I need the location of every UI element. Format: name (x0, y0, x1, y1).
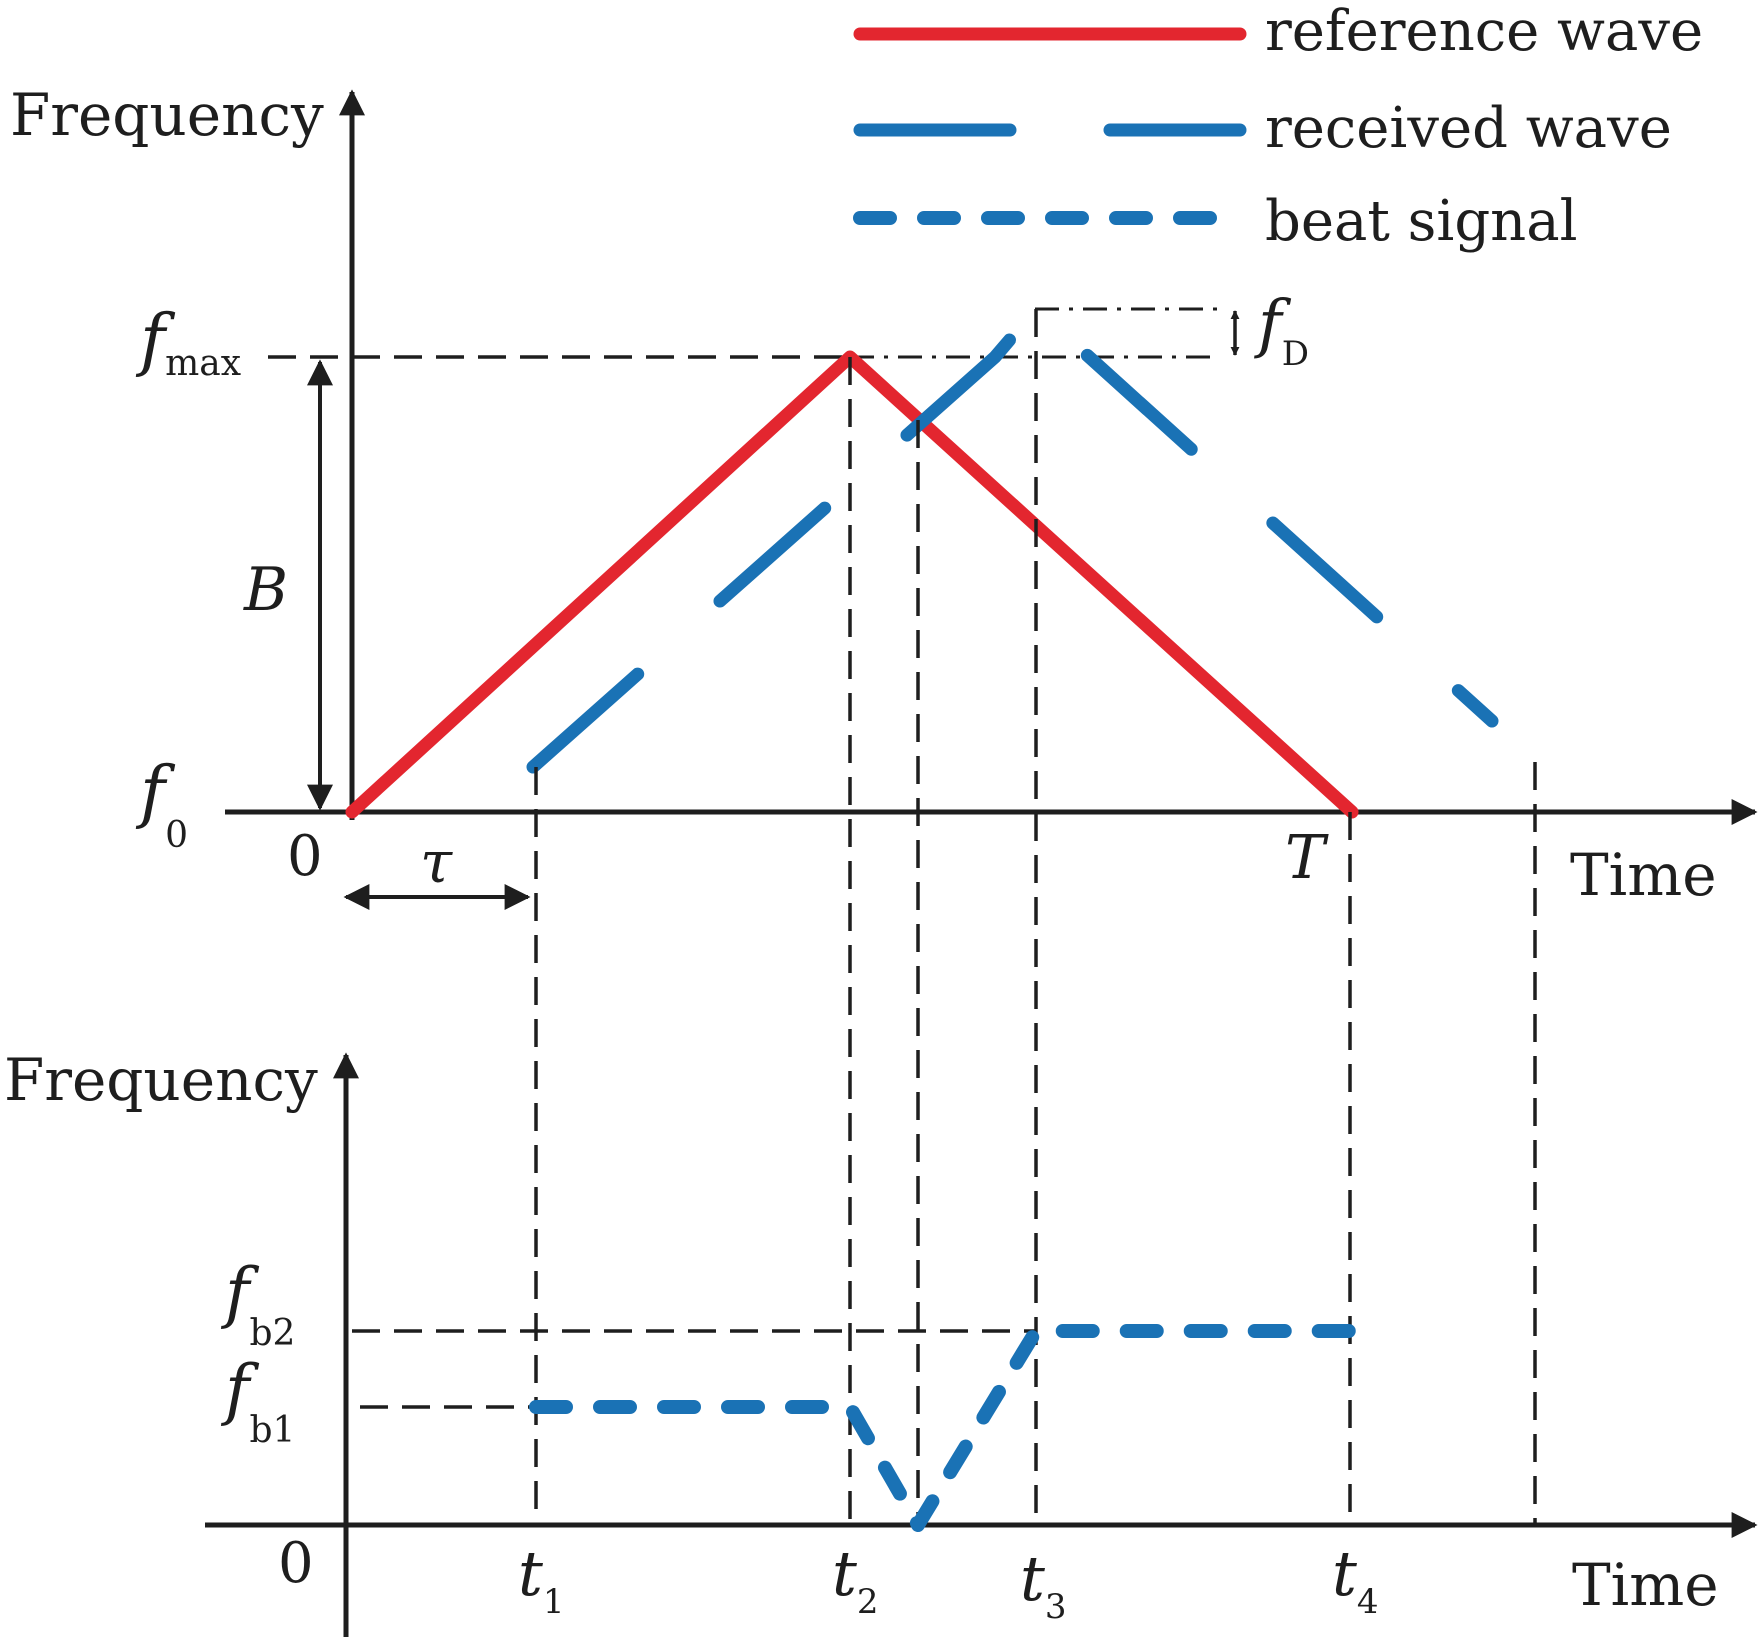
legend-beat-label: beat signal (1265, 189, 1578, 254)
bottom-ylabel: Frequency (4, 1046, 318, 1114)
fb2-label: fb2 (220, 1254, 295, 1354)
beat-signal (529, 1324, 1359, 1532)
bottom-xlabel: Time (1572, 1551, 1719, 1619)
t1-label: t1 (518, 1537, 565, 1622)
legend-received-label: received wave (1265, 96, 1672, 161)
t4-label: t4 (1332, 1537, 1379, 1622)
fb1-label: fb1 (220, 1351, 295, 1451)
legend: reference wave received wave beat signal (853, 0, 1703, 254)
bandwidth-label: B (243, 555, 288, 625)
legend-reference-label: reference wave (1265, 0, 1703, 64)
reference-wave (345, 350, 1359, 819)
top-ylabel: Frequency (10, 81, 324, 149)
t3-label: t3 (1020, 1542, 1067, 1627)
top-xlabel: Time (1570, 841, 1717, 909)
doppler-label: fD (1254, 287, 1309, 374)
bottom-origin-label: 0 (278, 1531, 314, 1596)
f0-label: f0 (135, 753, 188, 856)
t2-label: t2 (832, 1537, 879, 1622)
top-origin-label: 0 (287, 824, 323, 889)
delay-label: τ (420, 828, 453, 896)
time-guides (534, 309, 1537, 1525)
period-label: T (1285, 823, 1329, 893)
received-wave (526, 299, 1499, 774)
bottom-plot: Frequency Time 0 fb2 fb1 t1 t2 t3 t4 (4, 1046, 1758, 1637)
fmax-label: fmax (135, 301, 241, 384)
